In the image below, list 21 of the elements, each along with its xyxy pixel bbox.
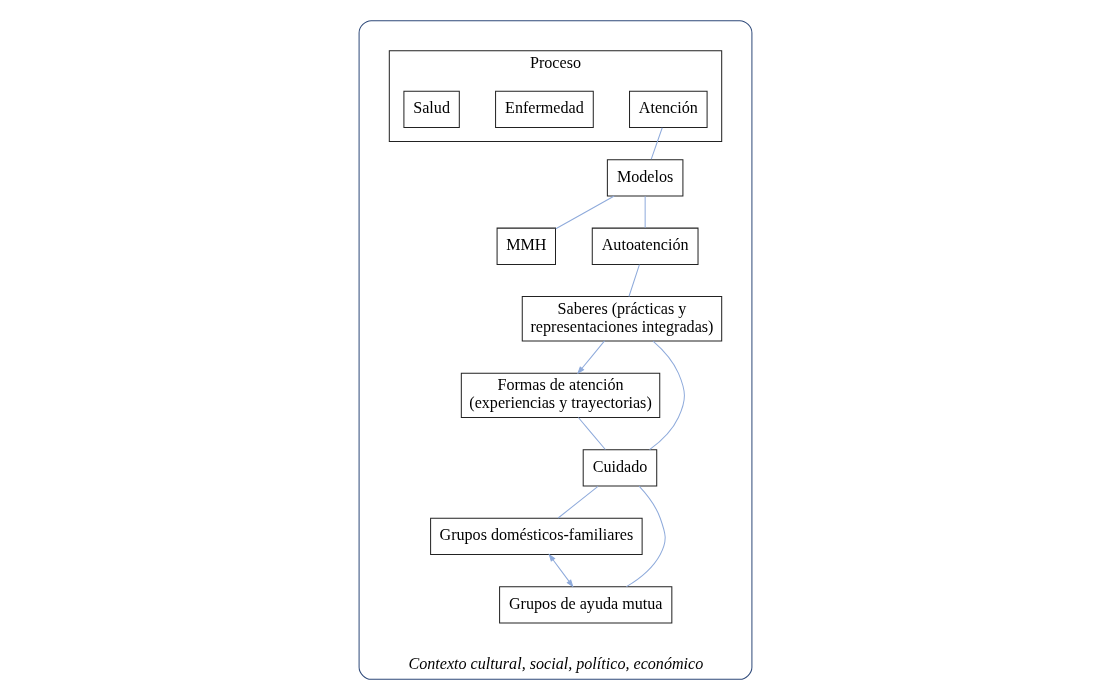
node-box: Modelos — [606, 159, 683, 197]
connector — [644, 195, 646, 229]
connector — [650, 127, 663, 160]
connector — [577, 417, 606, 450]
arrow — [576, 340, 605, 375]
node-box: Autoatención — [591, 227, 699, 265]
node-box: Grupos de ayuda mutua — [498, 586, 672, 624]
node-box: Grupos domésticos-familiares — [429, 517, 643, 555]
node-box: Cuidado — [582, 449, 657, 487]
node-box: Enfermedad — [494, 90, 594, 128]
node-box: Formas de atención (experiencias y trayectorias) — [460, 372, 660, 418]
node-box: Atención — [628, 90, 708, 128]
arrow — [547, 553, 574, 588]
connector — [648, 340, 685, 451]
node-box: Saberes (prácticas y representaciones integradas) — [521, 296, 722, 342]
node-box: MMH — [496, 227, 556, 265]
connector — [557, 485, 598, 519]
connector — [627, 264, 640, 298]
connector — [625, 485, 666, 588]
node-box: Salud — [402, 90, 460, 128]
connector — [554, 195, 615, 230]
